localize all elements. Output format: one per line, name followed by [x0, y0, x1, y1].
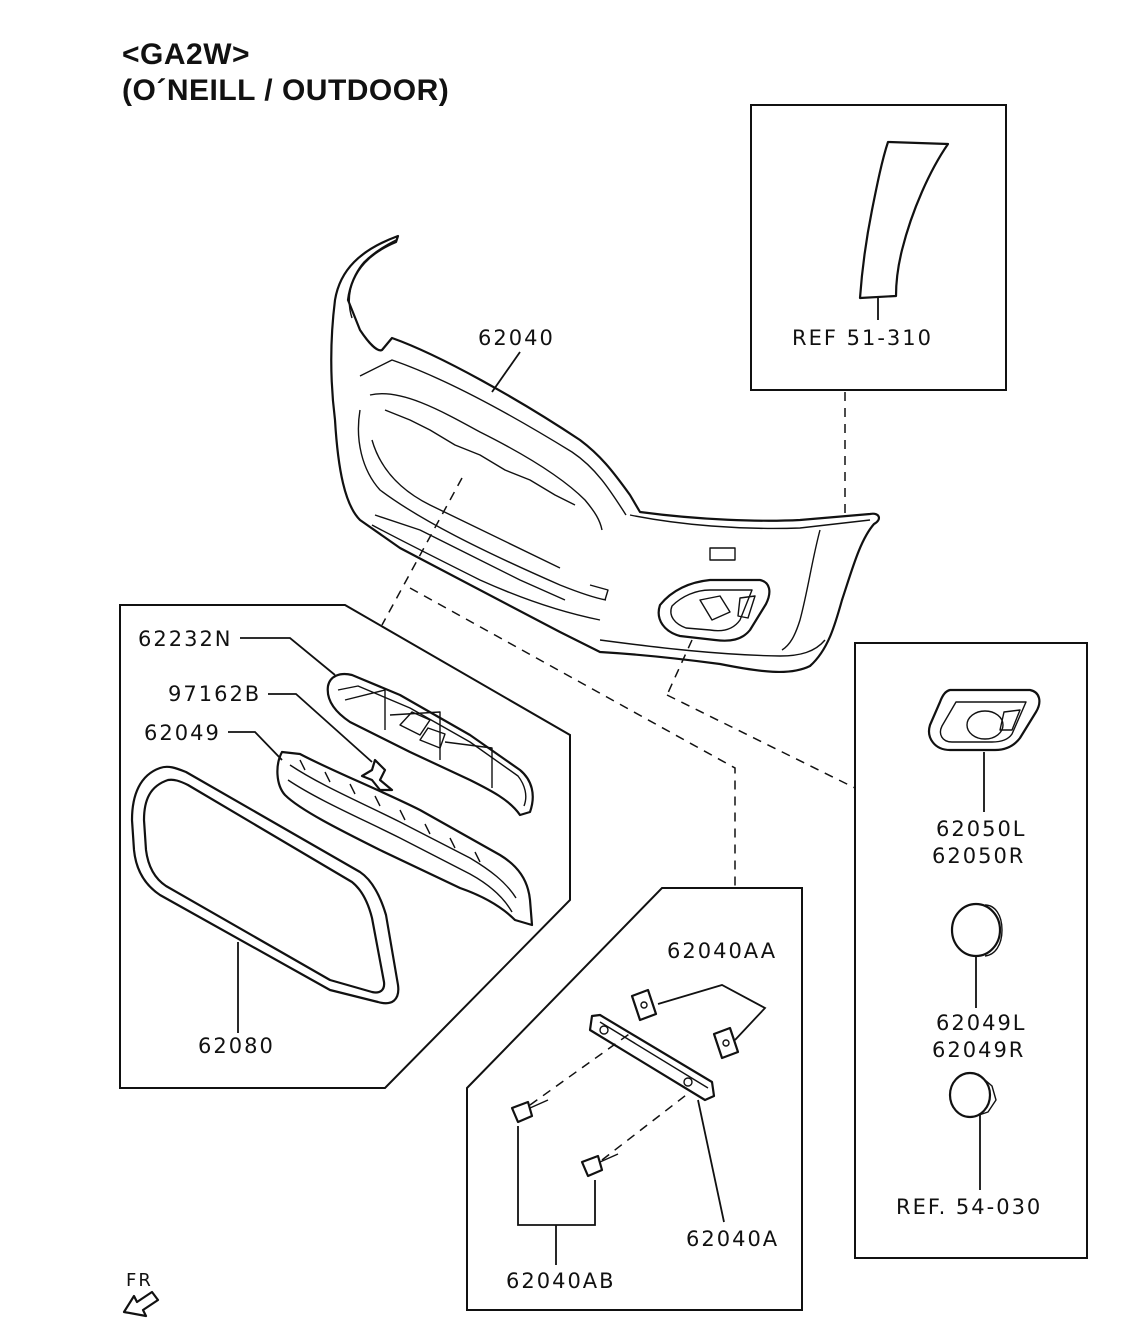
diagram-title-model: <GA2W>	[122, 38, 251, 71]
grille-garnish-frame-drawing	[130, 765, 400, 1005]
label-bracket: 62040A	[686, 1227, 779, 1251]
label-leader-lines	[228, 351, 985, 1265]
label-upper-grille: 62232N	[138, 627, 233, 651]
fog-lamp-drawing	[950, 902, 1003, 958]
fender-trim-drawing	[858, 140, 950, 300]
grille-group-box	[119, 604, 571, 1089]
label-fog-cover-left: 62050L	[936, 817, 1027, 841]
ref-panel-box	[750, 104, 1007, 391]
fog-lamp-group-box	[854, 642, 1088, 1259]
label-ref-top: REF 51-310	[792, 326, 933, 350]
front-direction-arrow-icon	[122, 1290, 160, 1318]
fog-bulb-socket-drawing	[948, 1071, 997, 1119]
bracket-drawing	[588, 1013, 716, 1102]
label-emblem: 97162B	[168, 682, 261, 706]
direction-label: FR	[126, 1270, 153, 1291]
clip-nut-drawing	[630, 988, 740, 1060]
fog-cover-drawing	[927, 688, 1041, 752]
screw-drawing	[510, 1099, 619, 1178]
lower-grille-drawing	[276, 750, 534, 927]
label-bumper: 62040	[478, 326, 555, 350]
label-garnish: 62080	[198, 1034, 275, 1058]
label-lower-grille: 62049	[144, 721, 221, 745]
upper-grille-drawing	[326, 672, 534, 817]
label-fog-lamp-left: 62049L	[936, 1011, 1027, 1035]
label-nut: 62040AA	[667, 939, 777, 963]
label-fog-cover-right: 62050R	[932, 844, 1025, 868]
label-screw: 62040AB	[506, 1269, 616, 1293]
diagram-title-variant: (O´NEILL / OUTDOOR)	[122, 74, 450, 107]
label-fog-lamp-right: 62049R	[932, 1038, 1025, 1062]
label-ref-fog: REF. 54-030	[896, 1195, 1042, 1219]
bracket-group-box	[466, 887, 803, 1311]
dashed-connectors	[381, 392, 856, 1161]
front-bumper-drawing	[330, 234, 880, 674]
